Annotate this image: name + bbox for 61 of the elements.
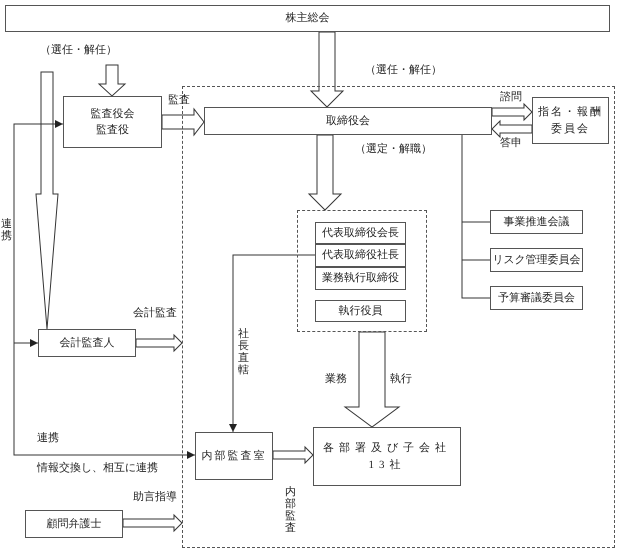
process-box — [195, 432, 273, 480]
process-box — [315, 267, 406, 290]
box-label: 監査役会 — [90, 106, 134, 122]
edge-label: 答申 — [500, 137, 522, 150]
process-box — [38, 329, 136, 357]
process-box — [63, 96, 162, 148]
box-label: 顧問弁護士 — [46, 516, 102, 532]
process-box — [490, 286, 583, 310]
box-label: 業務執行取締役 — [322, 270, 399, 286]
block-arrow — [136, 334, 183, 352]
block-arrow — [272, 446, 314, 464]
edge-label: 監査 — [168, 94, 190, 108]
edge-label: （選任・解任） — [365, 64, 442, 78]
block-arrow — [35, 72, 59, 330]
box-label: 指名・報酬委員会 — [537, 105, 604, 136]
process-box — [5, 5, 610, 32]
box-label: 監査役 — [96, 123, 129, 138]
process-box — [315, 300, 406, 322]
block-arrow — [308, 134, 342, 211]
box-label: 代表取締役社長 — [322, 248, 399, 264]
box-label: 予算審議委員会 — [498, 290, 575, 306]
annotation-text: 業務 — [325, 373, 347, 386]
edge-label: 会計監査 — [133, 307, 177, 320]
box-label: 各部署及び子会社13社 — [322, 440, 452, 472]
box-label: 株主総会 — [286, 10, 330, 26]
block-arrow — [491, 120, 532, 138]
dashed-group-box — [297, 210, 427, 332]
process-box — [490, 248, 583, 272]
annotation-text: 執行 — [390, 373, 412, 386]
edge-label: 内部監査 — [285, 486, 296, 534]
box-label: 執行役員 — [338, 304, 382, 319]
connector-line — [462, 134, 490, 298]
block-arrow — [492, 102, 533, 122]
process-box — [315, 222, 406, 244]
process-box — [313, 427, 461, 486]
edge-label: 諮問 — [500, 91, 522, 104]
edge-label: （選任・解任） — [40, 44, 117, 58]
box-label: 取締役会 — [326, 114, 370, 129]
box-label: リスク管理委員会 — [492, 252, 580, 268]
box-label: 事業推進会議 — [504, 214, 570, 230]
process-box — [490, 210, 583, 234]
box-label: 内部監査室 — [202, 448, 266, 464]
annotation-text: 情報交換し、相互に連携 — [37, 462, 158, 476]
box-label: 会計監査人 — [60, 336, 114, 351]
process-box — [25, 510, 123, 538]
block-arrow — [343, 332, 401, 428]
arrow — [14, 120, 196, 459]
edge-label: 助言指導 — [133, 491, 177, 504]
block-arrow — [162, 108, 205, 136]
edge-label: （選定・解職） — [355, 143, 432, 156]
block-arrow — [122, 514, 183, 532]
arrow — [229, 254, 316, 432]
block-arrow — [310, 32, 344, 108]
block-arrow — [98, 64, 126, 97]
box-label: 代表取締役会長 — [322, 226, 399, 241]
process-box — [315, 244, 406, 267]
process-box — [532, 97, 609, 144]
process-box — [204, 107, 492, 135]
edge-label: 社長直轄 — [238, 328, 249, 376]
edge-label: 連携 — [37, 432, 59, 446]
edge-label: 連携 — [1, 218, 12, 242]
